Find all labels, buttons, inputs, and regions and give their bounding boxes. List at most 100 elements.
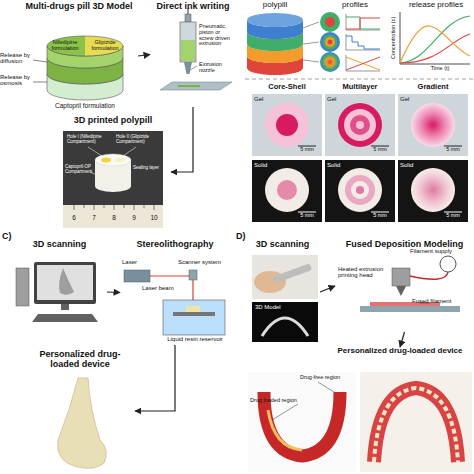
pill-top-outline <box>47 36 123 56</box>
state-label: Gel <box>327 96 347 102</box>
solid-ring <box>345 175 375 205</box>
release-curve <box>400 16 470 63</box>
printing-step: Fused Deposition Modeling <box>335 240 474 332</box>
scan-photo <box>252 255 318 299</box>
section-heading: polypill <box>250 1 300 9</box>
column-header: Gradient <box>398 83 468 91</box>
profile-circle <box>325 17 335 27</box>
step-title: Personalized drug-loaded device <box>25 350 135 370</box>
step-title: Direct ink writing <box>150 2 236 12</box>
flow-arrow <box>107 291 120 293</box>
plunger <box>185 14 191 23</box>
profile-circle <box>320 52 340 72</box>
monitor <box>34 262 96 304</box>
part-label: Fused filament <box>412 298 472 304</box>
solid-tablet <box>265 168 309 212</box>
ruler-number: 8 <box>108 215 120 222</box>
part-label: Liquid resin reservoir <box>160 336 230 342</box>
part-label: Hole II (Glipizide Compartment) <box>116 135 160 144</box>
step-title: Personalized drug-loaded device <box>330 347 470 356</box>
print-head <box>392 268 410 286</box>
part-label: Hole I (Nifedipine Compartment) <box>67 135 111 144</box>
filament <box>410 272 448 279</box>
nozzle <box>184 62 192 74</box>
solid-photo <box>252 160 322 222</box>
part-label: Release by diffusion <box>0 52 34 65</box>
profile-circle <box>323 35 338 50</box>
solid-core <box>277 180 297 200</box>
printed-pill-top <box>95 154 131 166</box>
ruler-number: 9 <box>128 215 140 222</box>
part-label: Extrusion nozzle <box>199 62 235 74</box>
profile-circle <box>320 32 340 52</box>
mini-profile <box>346 57 380 70</box>
part-label: Nifedipine formulation <box>48 40 82 52</box>
gel-photo <box>252 94 322 156</box>
axis-label: Concentration (c) <box>391 8 397 68</box>
model-photo <box>252 302 318 342</box>
build-plate <box>160 82 232 90</box>
part-label: Drug loaded region <box>250 398 300 404</box>
ruler <box>63 205 163 228</box>
dental-device <box>374 388 458 462</box>
graph-axes <box>400 12 470 64</box>
part-label: Captopril-OP Compartment <box>65 165 95 174</box>
step-title: Multi-drugs pill 3D Model <box>20 2 138 12</box>
scale-label: 5 mm <box>295 147 319 153</box>
part-label: Scanner system <box>178 259 230 265</box>
build-platform <box>173 312 215 316</box>
model-step: Multi-drugs pill 3D Model <box>20 2 138 110</box>
ruler-ticks <box>74 205 154 210</box>
solid-tablet <box>411 168 455 212</box>
mini-profile <box>346 17 380 29</box>
monitor-stand <box>61 304 69 310</box>
pill-top-left <box>47 36 85 56</box>
drug-loaded-region <box>268 410 302 450</box>
screen <box>37 265 93 300</box>
leader-line <box>190 66 197 70</box>
solid-ring <box>351 181 369 199</box>
ruler-number: 6 <box>68 215 80 222</box>
pill-hole <box>115 158 125 163</box>
state-label: Gel <box>400 96 420 102</box>
ink <box>181 40 195 61</box>
profile-circle <box>320 12 340 32</box>
step-title: Stereolithography <box>120 240 230 250</box>
gel-disc <box>356 121 364 129</box>
photo-background <box>63 131 163 228</box>
scale-label: 5 mm <box>441 147 465 153</box>
gel-photo <box>398 94 468 156</box>
scale-label: 5 mm <box>295 213 319 219</box>
nose-device <box>58 378 107 468</box>
scale-label: 5 mm <box>441 213 465 219</box>
pill-top-right <box>85 36 123 56</box>
pill-hole <box>101 158 111 163</box>
step-title: 3D printed polypill <box>55 116 171 126</box>
axis-label: Time (t) <box>410 66 470 72</box>
nozzle <box>396 286 406 296</box>
state-label: Solid <box>400 162 424 168</box>
panel-letter: D) <box>236 232 256 241</box>
part-label: Heated extrusion printing head <box>338 266 390 279</box>
gel-disc <box>265 103 309 147</box>
resin-vat <box>163 300 225 335</box>
part-label: Glipizide formulation <box>88 40 122 52</box>
profile-circle <box>325 37 335 47</box>
state-label: Gel <box>254 96 274 102</box>
device-photo <box>248 372 356 472</box>
leader-line <box>33 82 47 83</box>
dental-arch-model <box>262 318 308 336</box>
printed-part <box>186 306 200 312</box>
column-header: Multilayer <box>325 83 395 91</box>
leader-line <box>303 22 319 62</box>
gel-disc <box>344 109 376 141</box>
product-step: Personalized drug-loaded device <box>330 347 470 371</box>
solid-photo <box>325 160 395 222</box>
state-label: Solid <box>254 162 278 168</box>
keyboard <box>32 314 98 322</box>
step-title: 3D scanning <box>12 240 107 250</box>
flow-arrow <box>138 55 150 57</box>
printing-step: Direct ink writing <box>150 2 236 107</box>
step-title: Fused Deposition Modeling <box>335 240 474 250</box>
